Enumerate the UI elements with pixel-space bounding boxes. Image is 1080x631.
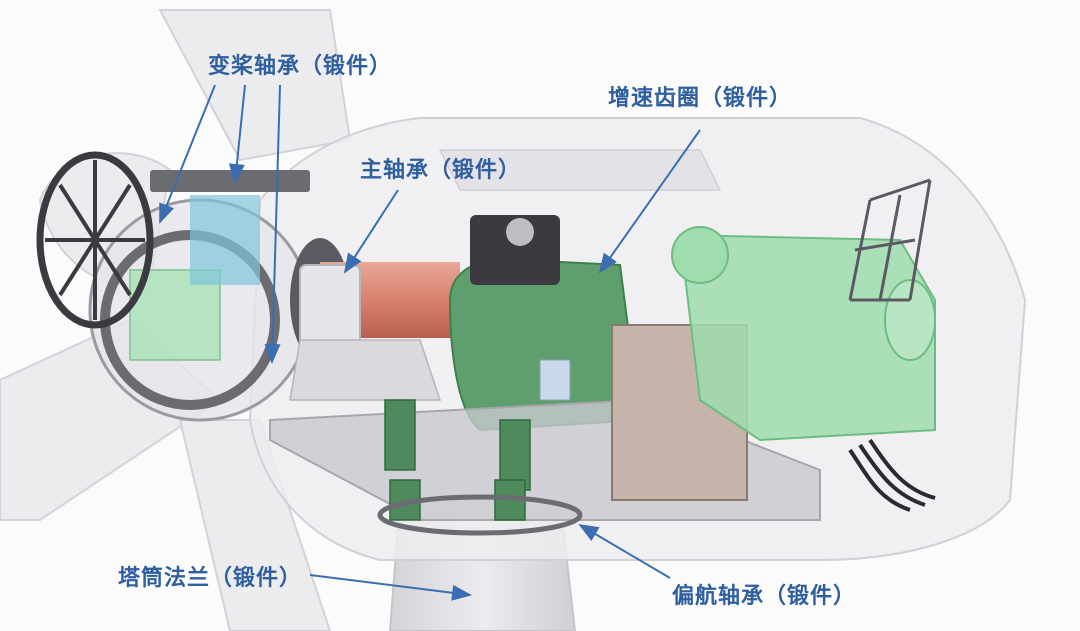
yaw-drives: [384, 399, 531, 521]
main-shaft-assembly: [289, 238, 460, 401]
arrow-pitch-bearing-3: [264, 84, 281, 364]
cables: [848, 438, 936, 512]
label-tower-flange: 塔筒法兰（锻件）: [118, 566, 303, 591]
service-crane: [848, 178, 932, 302]
label-pitch-bearing: 变桨轴承（锻件）: [208, 54, 393, 79]
arrow-yaw-bearing: [578, 523, 671, 579]
arrow-pitch-bearing-1: [159, 84, 216, 224]
arrow-main-bearing: [343, 189, 399, 274]
label-main-bearing: 主轴承（锻件）: [360, 158, 522, 183]
spoked-wheel: [36, 151, 154, 329]
oil-cooler: [470, 215, 560, 285]
annotation-arrows: [159, 84, 701, 601]
hub: [88, 170, 312, 422]
arrow-pitch-bearing-2: [228, 84, 246, 184]
arrow-tower-flange: [309, 574, 472, 601]
label-yaw-bearing: 偏航轴承（锻件）: [672, 584, 857, 609]
main-bearing-housing: [299, 264, 361, 346]
lower-blade: [178, 419, 332, 631]
yaw-bearing-ring: [377, 494, 583, 536]
nacelle-hatch: [438, 149, 722, 191]
label-gear-ring: 增速齿圈（锻件）: [608, 86, 793, 111]
generator: [671, 226, 936, 442]
arrow-gear-ring: [598, 129, 701, 274]
